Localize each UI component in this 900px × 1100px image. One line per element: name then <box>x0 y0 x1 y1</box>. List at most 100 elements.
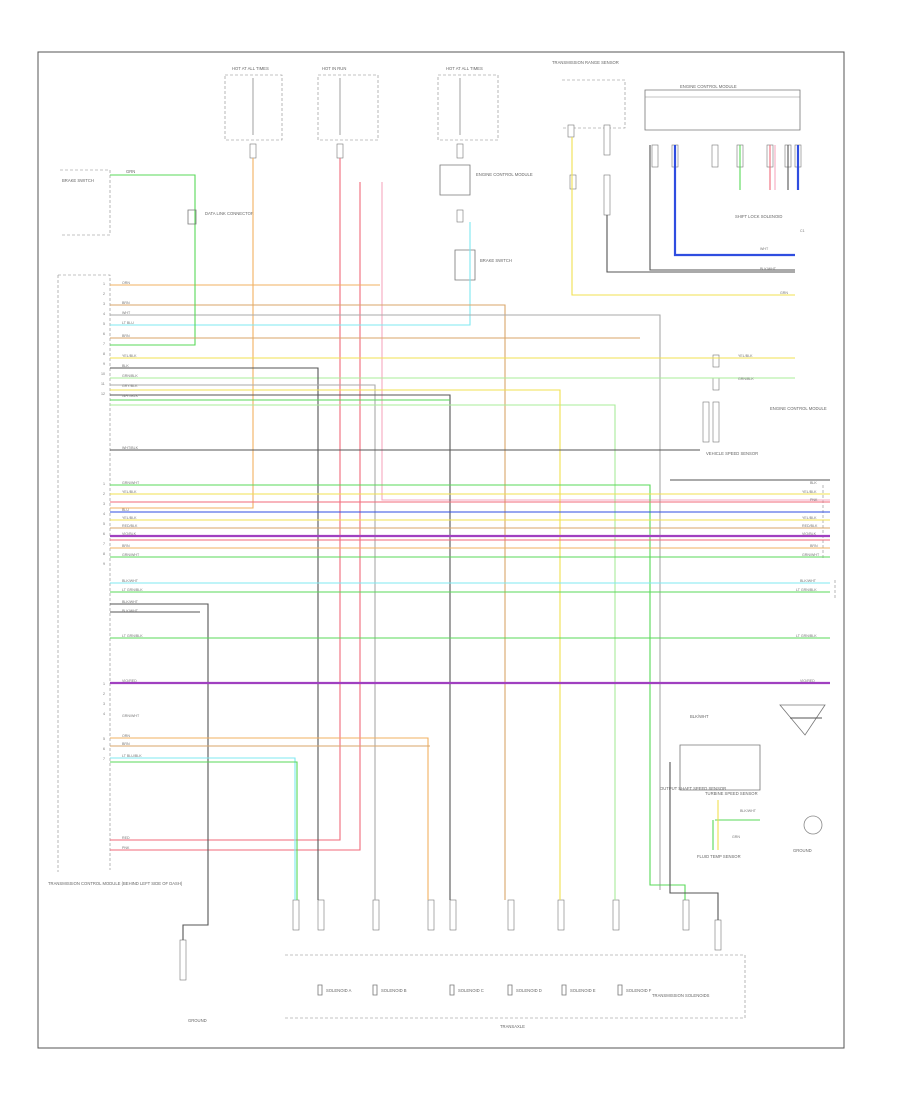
wire-label-w27: BRN <box>122 742 130 746</box>
wire-label-w26b: ORN <box>122 734 130 738</box>
svg-text:4: 4 <box>103 312 105 316</box>
solenoid-group: SOLENOID A SOLENOID B SOLENOID C SOLENOI… <box>317 984 652 996</box>
rwire-label-4: YEL/BLK <box>802 516 817 520</box>
svg-text:1: 1 <box>103 682 105 686</box>
svg-text:6: 6 <box>103 332 105 336</box>
solenoid-5-label: SOLENOID E <box>570 988 596 993</box>
solenoid-2-label: SOLENOID B <box>381 988 407 993</box>
wire-label-w15: YEL/BLK <box>122 516 137 520</box>
rwire-label-10: LT GRN/BLK <box>796 588 817 592</box>
rwire-label-9: BLK/WHT <box>800 579 817 583</box>
svg-text:6: 6 <box>103 747 105 751</box>
rwire-label-13: YEL/BLK <box>738 354 753 358</box>
fuse-a: HOT AT ALL TIMES <box>224 66 283 159</box>
solenoid-1-label: SOLENOID A <box>326 988 352 993</box>
wire-label-w25: GRN/WHT <box>122 714 140 718</box>
svg-text:10: 10 <box>101 372 105 376</box>
wire-label-w10b: WHT/BLK <box>122 446 139 450</box>
svg-text:3: 3 <box>103 302 105 306</box>
wire-label-w16: RED/BLK <box>122 524 138 528</box>
fuse-a-label: HOT AT ALL TIMES <box>232 66 269 71</box>
ecm-label-right: ENGINE CONTROL MODULE <box>770 406 827 411</box>
wire-label-w20: BLK/WHT <box>122 579 139 583</box>
svg-text:8: 8 <box>103 552 105 556</box>
svg-text:5: 5 <box>103 522 105 526</box>
left-top-component: BRAKE SWITCH GRN DATA LINK CONNECTOR <box>60 169 254 270</box>
wire-label-w24: VIO/RED <box>122 679 137 683</box>
tcm-wire-labels: ORN BRN WHT LT BLU BRN YEL/BLK BLK GRN/B… <box>122 281 143 850</box>
rwire-label-6: VIO/BLK <box>802 532 817 536</box>
wire-label-w17: VIO/BLK <box>122 532 137 536</box>
ground-label-bottom: GROUND <box>188 1018 207 1023</box>
rwire-label-17: WHT <box>760 247 769 251</box>
svg-text:7: 7 <box>103 757 105 761</box>
svg-text:5: 5 <box>103 322 105 326</box>
rwire-label-8: GRN/WHT <box>802 553 820 557</box>
transaxle: TRANSAXLE TRANSMISSION SOLENOIDS SOLENOI… <box>179 899 746 1029</box>
wire-label-w1: GRN <box>126 169 135 174</box>
svg-text:5: 5 <box>103 737 105 741</box>
wire-label-w19b: GRN/WHT <box>122 553 140 557</box>
svg-text:4: 4 <box>103 712 105 716</box>
rwire-label-19: BLK/WHT <box>740 809 757 813</box>
solenoid-4-label: SOLENOID D <box>516 988 542 993</box>
svg-text:7: 7 <box>103 342 105 346</box>
svg-text:7: 7 <box>103 542 105 546</box>
wire-label-w18: BRN <box>122 544 130 548</box>
shift-lock-label: SHIFT LOCK SOLENOID <box>735 214 782 219</box>
svg-text:2: 2 <box>103 292 105 296</box>
fuse-c: HOT AT ALL TIMES <box>437 66 499 159</box>
svg-text:2: 2 <box>103 692 105 696</box>
wire-label-w8: GRY/BLK <box>122 384 138 388</box>
range-sensor-label: TRANSMISSION RANGE SENSOR <box>552 60 619 65</box>
rwire-label-18: GRN <box>732 835 740 839</box>
svg-text:4: 4 <box>103 512 105 516</box>
rwire-label-14: GRN/BLK <box>738 377 754 381</box>
rwire-label-5: RED/BLK <box>802 524 818 528</box>
turbine-label: TURBINE SPEED SENSOR <box>705 791 758 796</box>
ecm-pin-note: C1 <box>800 229 805 233</box>
wire-label-w6: YEL/BLK <box>122 354 137 358</box>
solenoid-3-label: SOLENOID C <box>458 988 484 993</box>
wire-label-w10: WHT/BLK <box>122 394 139 398</box>
range-sensor-top: TRANSMISSION RANGE SENSOR <box>552 60 626 216</box>
solenoid-6-label: SOLENOID F <box>626 988 652 993</box>
svg-text:11: 11 <box>101 382 105 386</box>
rwire-label-1: BLK <box>810 481 817 485</box>
wire-label-w9: BLK <box>122 364 129 368</box>
fuse-b: HOT IN RUN <box>317 66 379 159</box>
wire-label-w29: RED <box>122 836 130 840</box>
wire-label-w12: YEL/BLK <box>122 490 137 494</box>
svg-text:9: 9 <box>103 562 105 566</box>
ground-label: GROUND <box>793 848 812 853</box>
rwire-label-15: GRN <box>780 291 788 295</box>
wire-label-w2: BRN <box>122 301 130 305</box>
rwire-label-2: YEL/BLK <box>802 490 817 494</box>
diagram-frame <box>37 51 845 1049</box>
ecm-top: ENGINE CONTROL MODULE SHIFT LOCK SOLENOI… <box>644 84 805 233</box>
wire-label-w21: LT GRN/BLK <box>122 588 143 592</box>
wire-label-w3: WHT <box>122 311 131 315</box>
svg-text:1: 1 <box>103 282 105 286</box>
solenoids-label: TRANSMISSION SOLENOIDS <box>652 993 710 998</box>
fuse-b-label: HOT IN RUN <box>322 66 346 71</box>
fuse-c-label: HOT AT ALL TIMES <box>446 66 483 71</box>
wire-label-w23: LT GRN/BLK <box>122 634 143 638</box>
ecm-label: ENGINE CONTROL MODULE <box>680 84 737 89</box>
rwire-label-7: BRN <box>810 544 818 548</box>
svg-text:1: 1 <box>103 482 105 486</box>
relay: ENGINE CONTROL MODULE BRAKE SWITCH <box>439 164 533 281</box>
relay-label: ENGINE CONTROL MODULE <box>476 172 533 177</box>
svg-text:3: 3 <box>103 702 105 706</box>
svg-text:3: 3 <box>103 502 105 506</box>
wire-label-w26: ORN <box>122 281 130 285</box>
oss-label: OUTPUT SHAFT SPEED SENSOR <box>660 786 726 791</box>
wire-label-w22: BLK/WHT <box>122 600 139 604</box>
data-link-label: DATA LINK CONNECTOR <box>205 211 254 216</box>
rwire-label-3: PNK <box>810 498 818 502</box>
wire-label-w4: LT BLU <box>122 321 134 325</box>
svg-text:9: 9 <box>103 362 105 366</box>
right-wire-labels: BLK YEL/BLK PNK YEL/BLK RED/BLK VIO/BLK … <box>732 247 820 839</box>
rwire-label-12: VIO/RED <box>800 679 815 683</box>
